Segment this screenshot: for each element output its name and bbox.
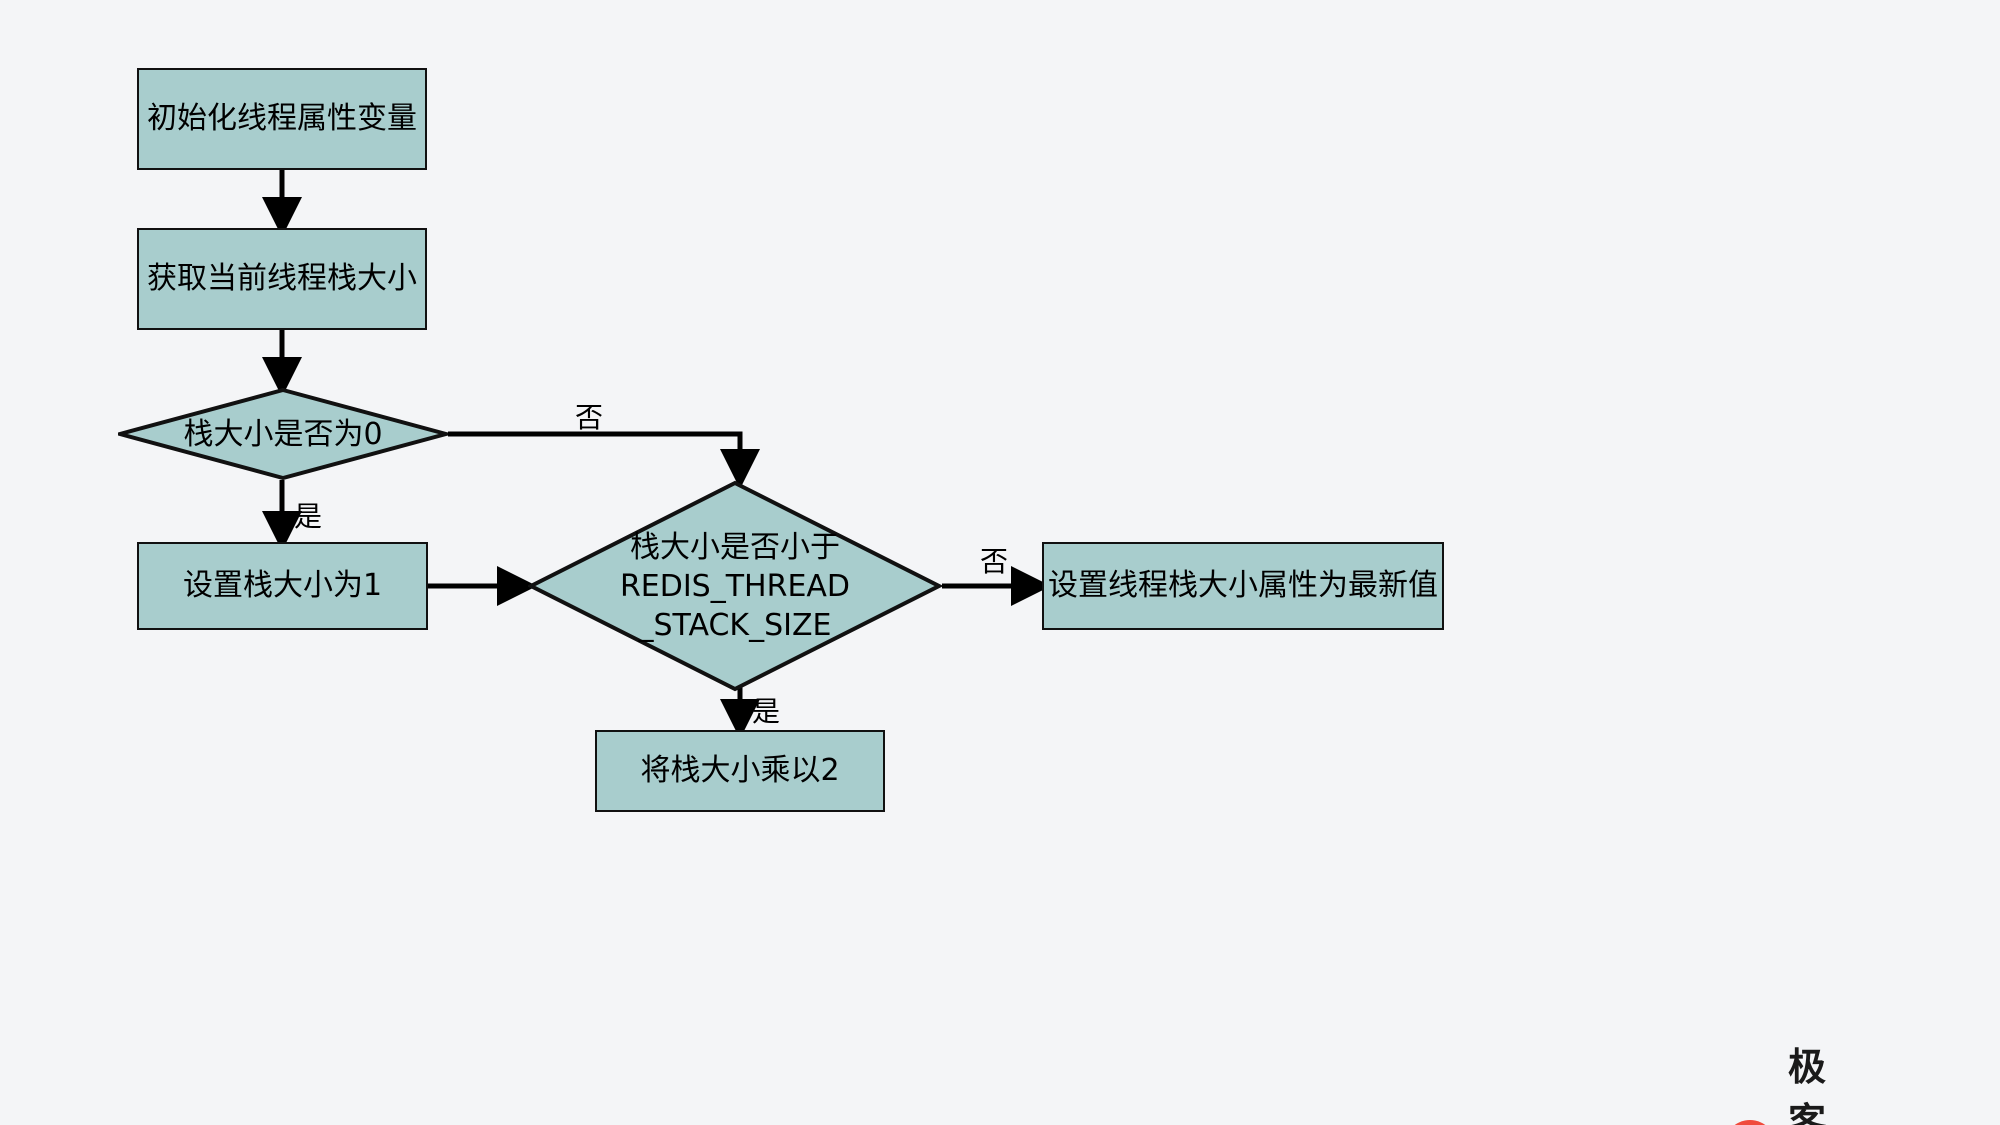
node-is-stack-size-zero[interactable]: 栈大小是否为0 [118,388,448,480]
watermark-geekbang: 极客时间 [1724,1036,1862,1125]
edge-label-yes-left: 是 [294,500,323,533]
edge-label-no-top: 否 [575,401,604,434]
node-set-stack-size-one[interactable]: 设置栈大小为1 [137,542,428,630]
diamond-shape-icon [118,388,448,480]
watermark-label: 极客时间 [1788,1045,1828,1125]
node-is-stack-size-zero-label: 栈大小是否为0 [183,416,383,452]
node-is-stack-size-less-than-label: 栈大小是否小于 REDIS_THREAD _STACK_SIZE [619,529,851,643]
node-init-thread-attr[interactable]: 初始化线程属性变量 [137,68,427,170]
node-set-thread-stack-size-attribute[interactable]: 设置线程栈大小属性为最新值 [1042,542,1444,630]
edge-label-no-right: 否 [980,545,1009,578]
node-get-current-stack-size[interactable]: 获取当前线程栈大小 [137,228,427,330]
geekbang-logo-icon [1724,1120,1776,1125]
node-multiply-stack-size-by-two[interactable]: 将栈大小乘以2 [595,730,885,812]
node-is-stack-size-less-than-redis-thread-stack-size[interactable]: 栈大小是否小于 REDIS_THREAD _STACK_SIZE [528,480,942,692]
edge-label-yes-bottom: 是 [752,695,781,728]
edge-iszero-to-lessthan [448,431,760,490]
diamond-shape-icon [528,480,942,692]
